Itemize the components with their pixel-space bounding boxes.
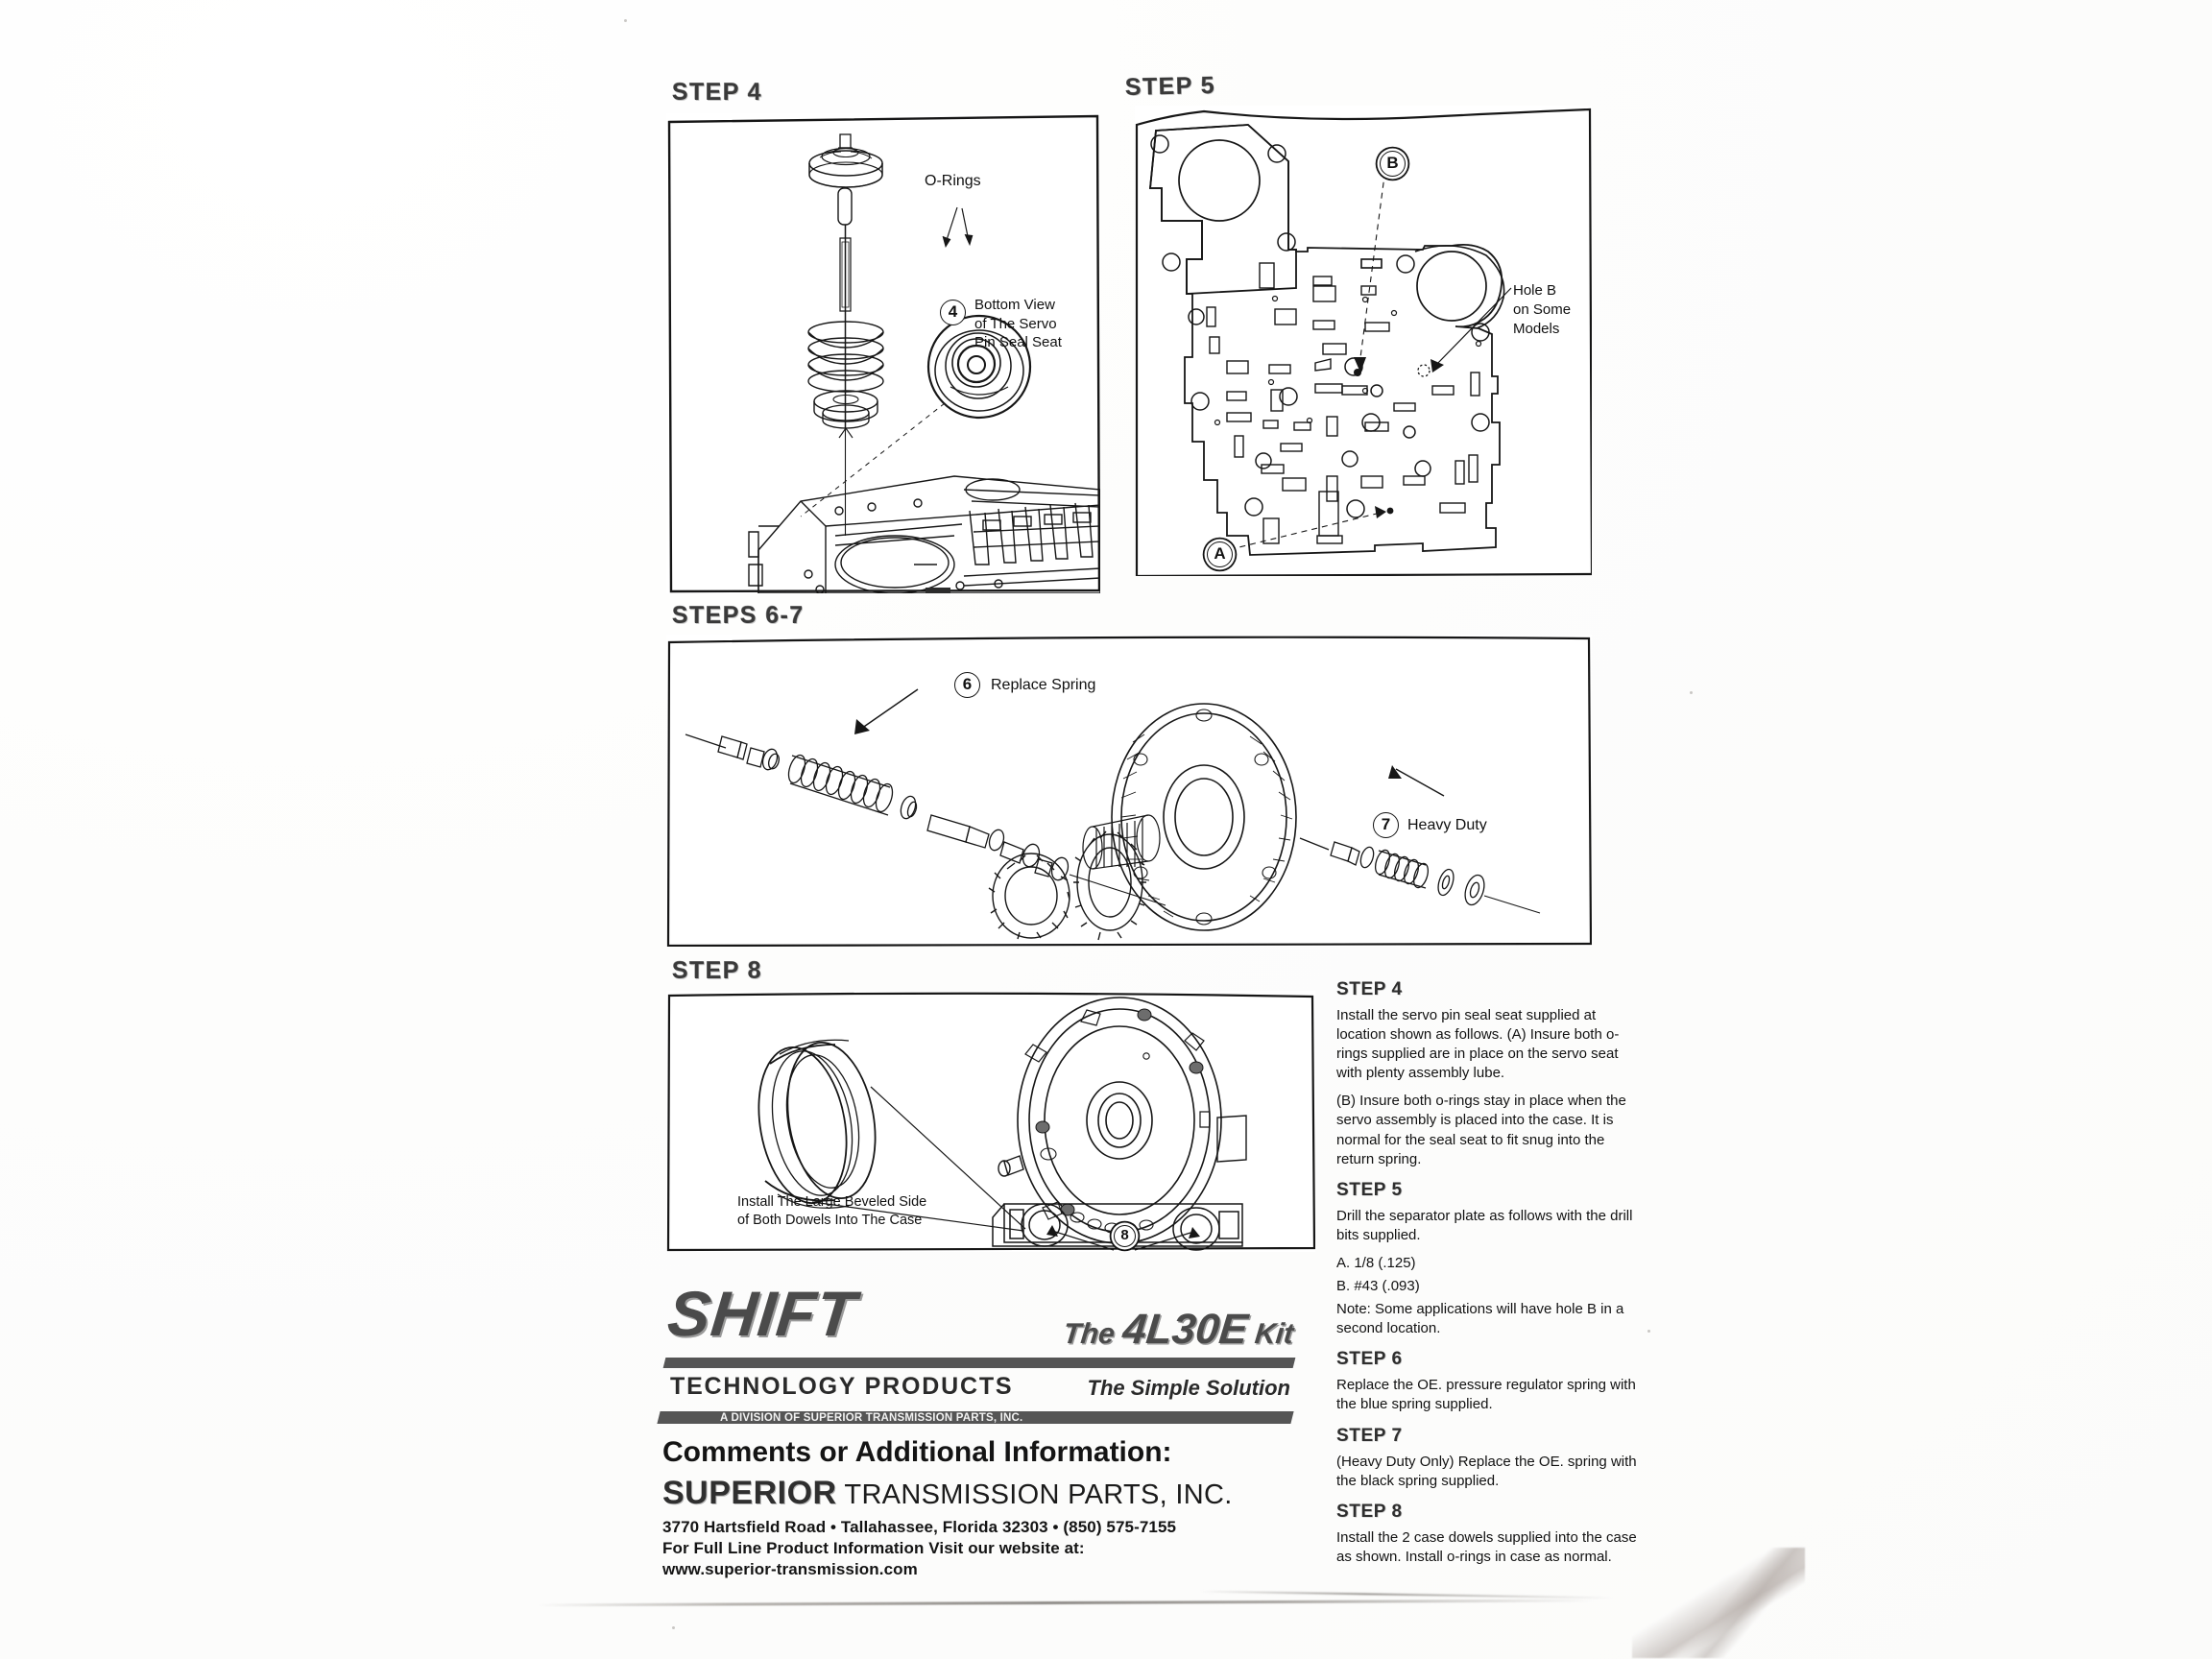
step5-diagram — [1135, 108, 1592, 576]
company-address-block: 3770 Hartsfield Road • Tallahassee, Flor… — [662, 1518, 1177, 1578]
callout-6-marker: 6 — [954, 672, 980, 698]
label-orings-step4: O-Rings — [925, 173, 981, 189]
instruction-text-step5-drill-b: B. #43 (.093) — [1336, 1278, 1420, 1295]
panel-step8 — [666, 991, 1315, 1252]
scan-speck — [1690, 691, 1693, 694]
marker-b-step5: B — [1380, 151, 1406, 177]
panel-title-steps67: STEPS 6-7 — [672, 602, 805, 629]
kit-suffix-text: Kit — [1245, 1318, 1296, 1350]
callout-4-marker: 4 — [940, 300, 966, 325]
panel-title-step5: STEP 5 — [1124, 72, 1216, 101]
instruction-heading-step8: STEP 8 — [1336, 1501, 1403, 1522]
instruction-text-step7: (Heavy Duty Only) Replace the OE. spring… — [1336, 1453, 1637, 1489]
label-bottom-view-servo-pin-seal-seat: Bottom View of The Servo Pin Seal Seat — [974, 297, 1062, 350]
instruction-text-step4-a: Install the servo pin seal seat supplied… — [1336, 1007, 1620, 1082]
steps67-diagram — [666, 636, 1592, 947]
kit-model-text: 4L30E — [1120, 1306, 1251, 1353]
instruction-text-step6: Replace the OE. pressure regulator sprin… — [1336, 1377, 1636, 1413]
comments-heading: Comments or Additional Information: — [662, 1436, 1172, 1468]
marker-a-step5: A — [1207, 541, 1233, 567]
paper-edge-shadow-secondary — [1200, 1590, 1613, 1599]
kit-wordmark: The 4L30E Kit — [1062, 1306, 1297, 1354]
label-hole-b-on-some-models: Hole B on Some Models — [1513, 282, 1572, 337]
instruction-text-step4-b: (B) Insure both o-rings stay in place wh… — [1336, 1093, 1626, 1167]
instruction-heading-step4: STEP 4 — [1336, 979, 1403, 999]
instruction-text-step5-drill-a: A. 1/8 (.125) — [1336, 1254, 1416, 1271]
panel-step5 — [1135, 106, 1592, 576]
division-of-superior-text: A DIVISION OF SUPERIOR TRANSMISSION PART… — [720, 1412, 1023, 1424]
panel-step4 — [666, 113, 1100, 593]
company-name-rest: TRANSMISSION PARTS, INC. — [836, 1479, 1233, 1510]
company-name-strong: SUPERIOR — [662, 1475, 837, 1511]
instruction-heading-step7: STEP 7 — [1336, 1425, 1403, 1446]
step4-diagram — [667, 114, 1100, 593]
paper-corner-crease — [1632, 1548, 1805, 1658]
label-replace-spring: Replace Spring — [991, 677, 1096, 693]
scan-speck — [672, 1626, 675, 1629]
simple-solution-tagline: The Simple Solution — [1087, 1376, 1290, 1400]
instructions-column: STEP 4 Install the servo pin seal seat s… — [1336, 979, 1644, 1575]
shift-wordmark: SHIFT — [664, 1278, 860, 1349]
instruction-text-step8: Install the 2 case dowels supplied into … — [1336, 1528, 1637, 1565]
kit-the-text: The — [1062, 1318, 1125, 1350]
callout-7-marker: 7 — [1373, 812, 1399, 838]
instruction-heading-step5: STEP 5 — [1336, 1179, 1403, 1200]
scan-speck — [1647, 1330, 1650, 1333]
panel-steps67 — [666, 635, 1592, 947]
paper-edge-shadow — [537, 1599, 1595, 1607]
company-name-line: SUPERIOR TRANSMISSION PARTS, INC. — [662, 1475, 1233, 1512]
callout-8-marker: 8 — [1114, 1225, 1136, 1247]
shift-logo-block: SHIFT The 4L30E Kit TECHNOLOGY PRODUCTS … — [657, 1277, 1297, 1424]
technology-products-text: TECHNOLOGY PRODUCTS — [670, 1373, 1014, 1400]
label-heavy-duty: Heavy Duty — [1407, 817, 1487, 833]
instruction-text-step5-note: Note: Some applications will have hole B… — [1336, 1301, 1624, 1337]
panel-title-step8: STEP 8 — [672, 957, 763, 984]
panel-title-step4: STEP 4 — [672, 79, 763, 106]
instruction-heading-step6: STEP 6 — [1336, 1349, 1403, 1370]
label-install-large-beveled-side: Install The Large Beveled Side of Both D… — [737, 1194, 927, 1229]
instruction-text-step5-intro: Drill the separator plate as follows wit… — [1336, 1207, 1633, 1243]
logo-bar-upper — [662, 1358, 1296, 1368]
scan-speck — [624, 19, 627, 22]
